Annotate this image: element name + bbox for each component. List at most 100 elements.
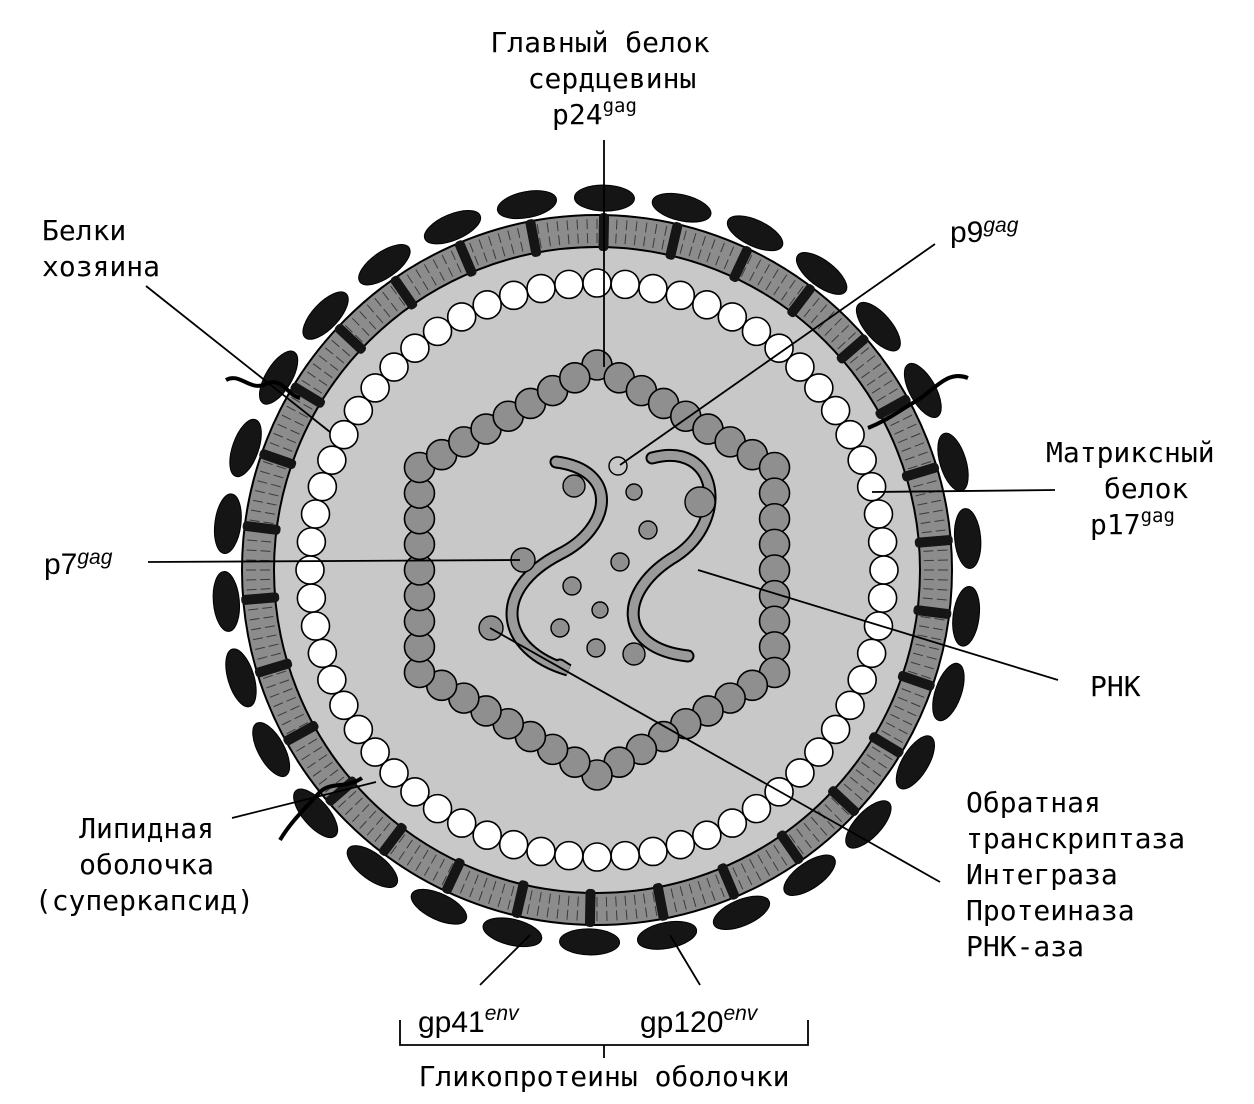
label-gp120-name: gp120	[640, 1006, 723, 1039]
internal-particle	[608, 456, 628, 476]
label-gp120: gp120env	[640, 1002, 759, 1039]
p17-bead	[307, 638, 338, 669]
bilayer-tick	[294, 713, 304, 720]
bilayer-tick	[546, 222, 549, 233]
bilayer-tick	[406, 274, 414, 284]
internal-particle	[610, 552, 630, 572]
virion-interior	[273, 246, 921, 894]
p17-bead	[329, 419, 359, 450]
bilayer-tick	[923, 588, 934, 590]
internal-particle	[562, 576, 582, 596]
bilayer-tick	[422, 281, 429, 291]
p17-bead	[343, 395, 374, 426]
leader-matrix	[871, 489, 1056, 493]
bilayer-tick	[924, 665, 934, 670]
p17-bead	[317, 445, 347, 475]
bilayer-tick	[878, 371, 888, 378]
p17-bead	[446, 302, 477, 332]
p24-bead	[559, 362, 591, 394]
gp120-spike	[252, 722, 291, 778]
bilayer-tick	[469, 887, 474, 898]
bilayer-tick	[281, 720, 292, 726]
label-enzymes-line1: Обратная	[966, 786, 1101, 819]
bilayer-tick	[901, 688, 912, 693]
bilayer-tick	[488, 236, 493, 246]
bilayer-tick	[670, 888, 674, 899]
gp120-spike	[952, 585, 981, 647]
bilayer-tick	[273, 432, 284, 438]
bilayer-tick	[576, 219, 579, 230]
bilayer-tick	[338, 800, 347, 808]
bilayer-tick	[894, 705, 904, 711]
bilayer-tick	[276, 670, 287, 675]
bilayer-tick	[539, 237, 542, 248]
gp41-anchor	[584, 888, 596, 927]
bilayer-tick	[478, 891, 483, 901]
bilayer-tick	[501, 246, 506, 257]
p17-bead	[400, 333, 430, 363]
bilayer-tick	[539, 892, 542, 903]
gp41-anchor	[525, 219, 542, 257]
bilayer-tick	[692, 897, 697, 907]
bilayer-tick	[904, 456, 915, 461]
bilayer-tick	[906, 711, 917, 717]
host-protein-left	[225, 376, 301, 400]
bilayer-tick	[723, 259, 729, 269]
bilayer-tick	[934, 519, 945, 522]
gp120-spike	[903, 362, 942, 418]
bilayer-tick	[720, 242, 725, 253]
p17-bead	[741, 316, 772, 347]
leader-gp41	[479, 934, 531, 986]
p17-bead	[867, 583, 898, 613]
gp41-anchor	[717, 863, 740, 900]
bilayer-tick	[558, 894, 561, 905]
label-p24-name: p24	[552, 98, 603, 131]
bilayer-tick	[318, 379, 328, 386]
bilayer-tick	[398, 297, 406, 306]
bilayer-tick	[268, 493, 279, 497]
bilayer-tick	[812, 297, 820, 307]
bilayer-tick	[423, 866, 430, 876]
p17-bead	[472, 290, 502, 320]
bilayer-tick	[706, 252, 711, 263]
bilayer-tick	[263, 674, 273, 679]
bilayer-tick	[286, 696, 296, 702]
bilayer-tick	[633, 894, 636, 905]
bilayer-tick	[796, 828, 804, 838]
bilayer-tick	[318, 355, 328, 363]
host-proteins-in-membrane	[225, 374, 969, 842]
bilayer-tick	[359, 820, 367, 829]
bilayer-tick	[918, 451, 928, 456]
gp41-anchor	[914, 535, 953, 548]
bilayer-tick	[920, 616, 931, 619]
bilayer-tick	[843, 783, 853, 792]
label-glycoproteins: Гликопротеины оболочки	[419, 1060, 790, 1093]
bilayer-tick	[301, 753, 311, 761]
bilayer-tick	[252, 499, 263, 503]
bilayer-tick	[935, 529, 946, 532]
bilayer-tick	[866, 777, 876, 785]
bilayer-tick	[931, 499, 942, 503]
bilayer-tick	[789, 279, 796, 289]
bilayer-tick	[937, 588, 948, 591]
bilayer-tick	[308, 738, 318, 745]
bilayer-tick	[679, 243, 684, 254]
bilayer-tick	[885, 722, 896, 728]
bilayer-tick	[270, 483, 281, 488]
bilayer-tick	[306, 762, 316, 769]
p17-bead	[785, 352, 815, 382]
gp120-spike	[213, 493, 242, 555]
gp41-anchor	[875, 394, 911, 420]
bilayer-tick	[854, 792, 863, 801]
internal-particle	[586, 638, 606, 658]
p17-bead	[741, 793, 772, 824]
p17-bead	[379, 758, 409, 788]
bilayer-tick	[257, 480, 268, 484]
label-enzymes-line4: Протеиназа	[966, 894, 1135, 927]
bilayer-tick	[286, 728, 296, 735]
bilayer-tick	[841, 807, 850, 815]
p17-bead	[665, 829, 696, 860]
gp120-spike	[423, 209, 482, 245]
p17-bead	[820, 395, 851, 426]
bilayer-tick	[398, 834, 406, 843]
